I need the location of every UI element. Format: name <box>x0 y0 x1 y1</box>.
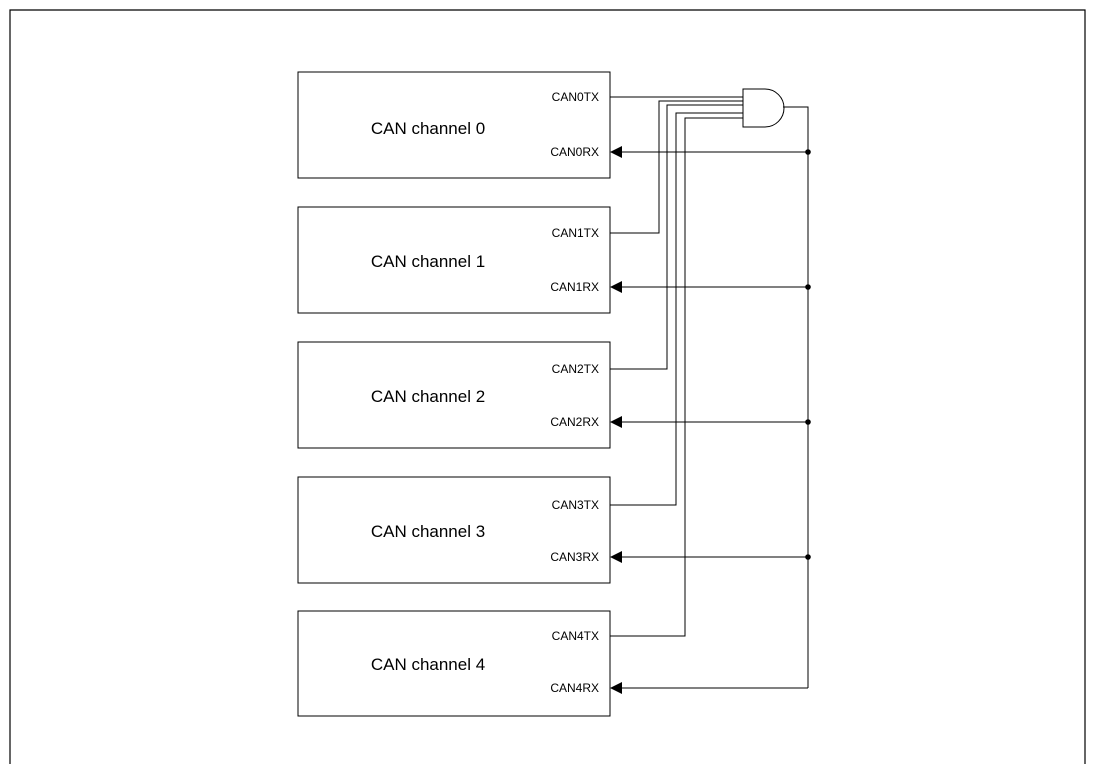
channel-title: CAN channel 1 <box>371 252 485 271</box>
tx-wire-2 <box>610 104 743 370</box>
rx-pin-label: CAN0RX <box>550 145 599 159</box>
tx-pin-label: CAN4TX <box>552 629 599 643</box>
rx-pin-label: CAN3RX <box>550 550 599 564</box>
and-gate <box>742 88 785 128</box>
tx-wire-4 <box>610 117 743 637</box>
tx-pin-label: CAN1TX <box>552 226 599 240</box>
rx-pin-label: CAN2RX <box>550 415 599 429</box>
gate-output-wire <box>783 106 809 688</box>
rx-arrow-1 <box>610 281 622 293</box>
rx-arrow-4 <box>610 682 622 694</box>
tx-wires <box>610 96 743 637</box>
tx-wire-3 <box>610 112 743 506</box>
tx-pin-label: CAN2TX <box>552 362 599 376</box>
channel-box <box>297 71 611 179</box>
junction-dot-2 <box>805 419 811 425</box>
channel-title: CAN channel 2 <box>371 387 485 406</box>
rx-arrow-0 <box>610 146 622 158</box>
channel-block-0: CAN channel 0 CAN0TX CAN0RX <box>297 71 611 179</box>
channel-box <box>297 610 611 717</box>
junction-dot-3 <box>805 554 811 560</box>
channel-block-4: CAN channel 4 CAN4TX CAN4RX <box>297 610 611 717</box>
rx-pin-label: CAN4RX <box>550 681 599 695</box>
rx-arrow-2 <box>610 416 622 428</box>
rx-pin-label: CAN1RX <box>550 280 599 294</box>
tx-pin-label: CAN3TX <box>552 498 599 512</box>
channel-block-3: CAN channel 3 CAN3TX CAN3RX <box>297 476 611 584</box>
channel-title: CAN channel 4 <box>371 655 485 674</box>
junction-dot-1 <box>805 284 811 290</box>
figure-frame <box>9 9 1086 764</box>
channel-box <box>297 476 611 584</box>
channel-box <box>297 341 611 449</box>
rx-bus <box>610 106 811 694</box>
tx-wire-1 <box>610 100 743 234</box>
channel-block-1: CAN channel 1 CAN1TX CAN1RX <box>297 206 611 314</box>
channel-box <box>297 206 611 314</box>
rx-arrow-3 <box>610 551 622 563</box>
junction-dot-0 <box>805 149 811 155</box>
channel-block-2: CAN channel 2 CAN2TX CAN2RX <box>297 341 611 449</box>
channel-title: CAN channel 0 <box>371 119 485 138</box>
tx-pin-label: CAN0TX <box>552 90 599 104</box>
channel-title: CAN channel 3 <box>371 522 485 541</box>
